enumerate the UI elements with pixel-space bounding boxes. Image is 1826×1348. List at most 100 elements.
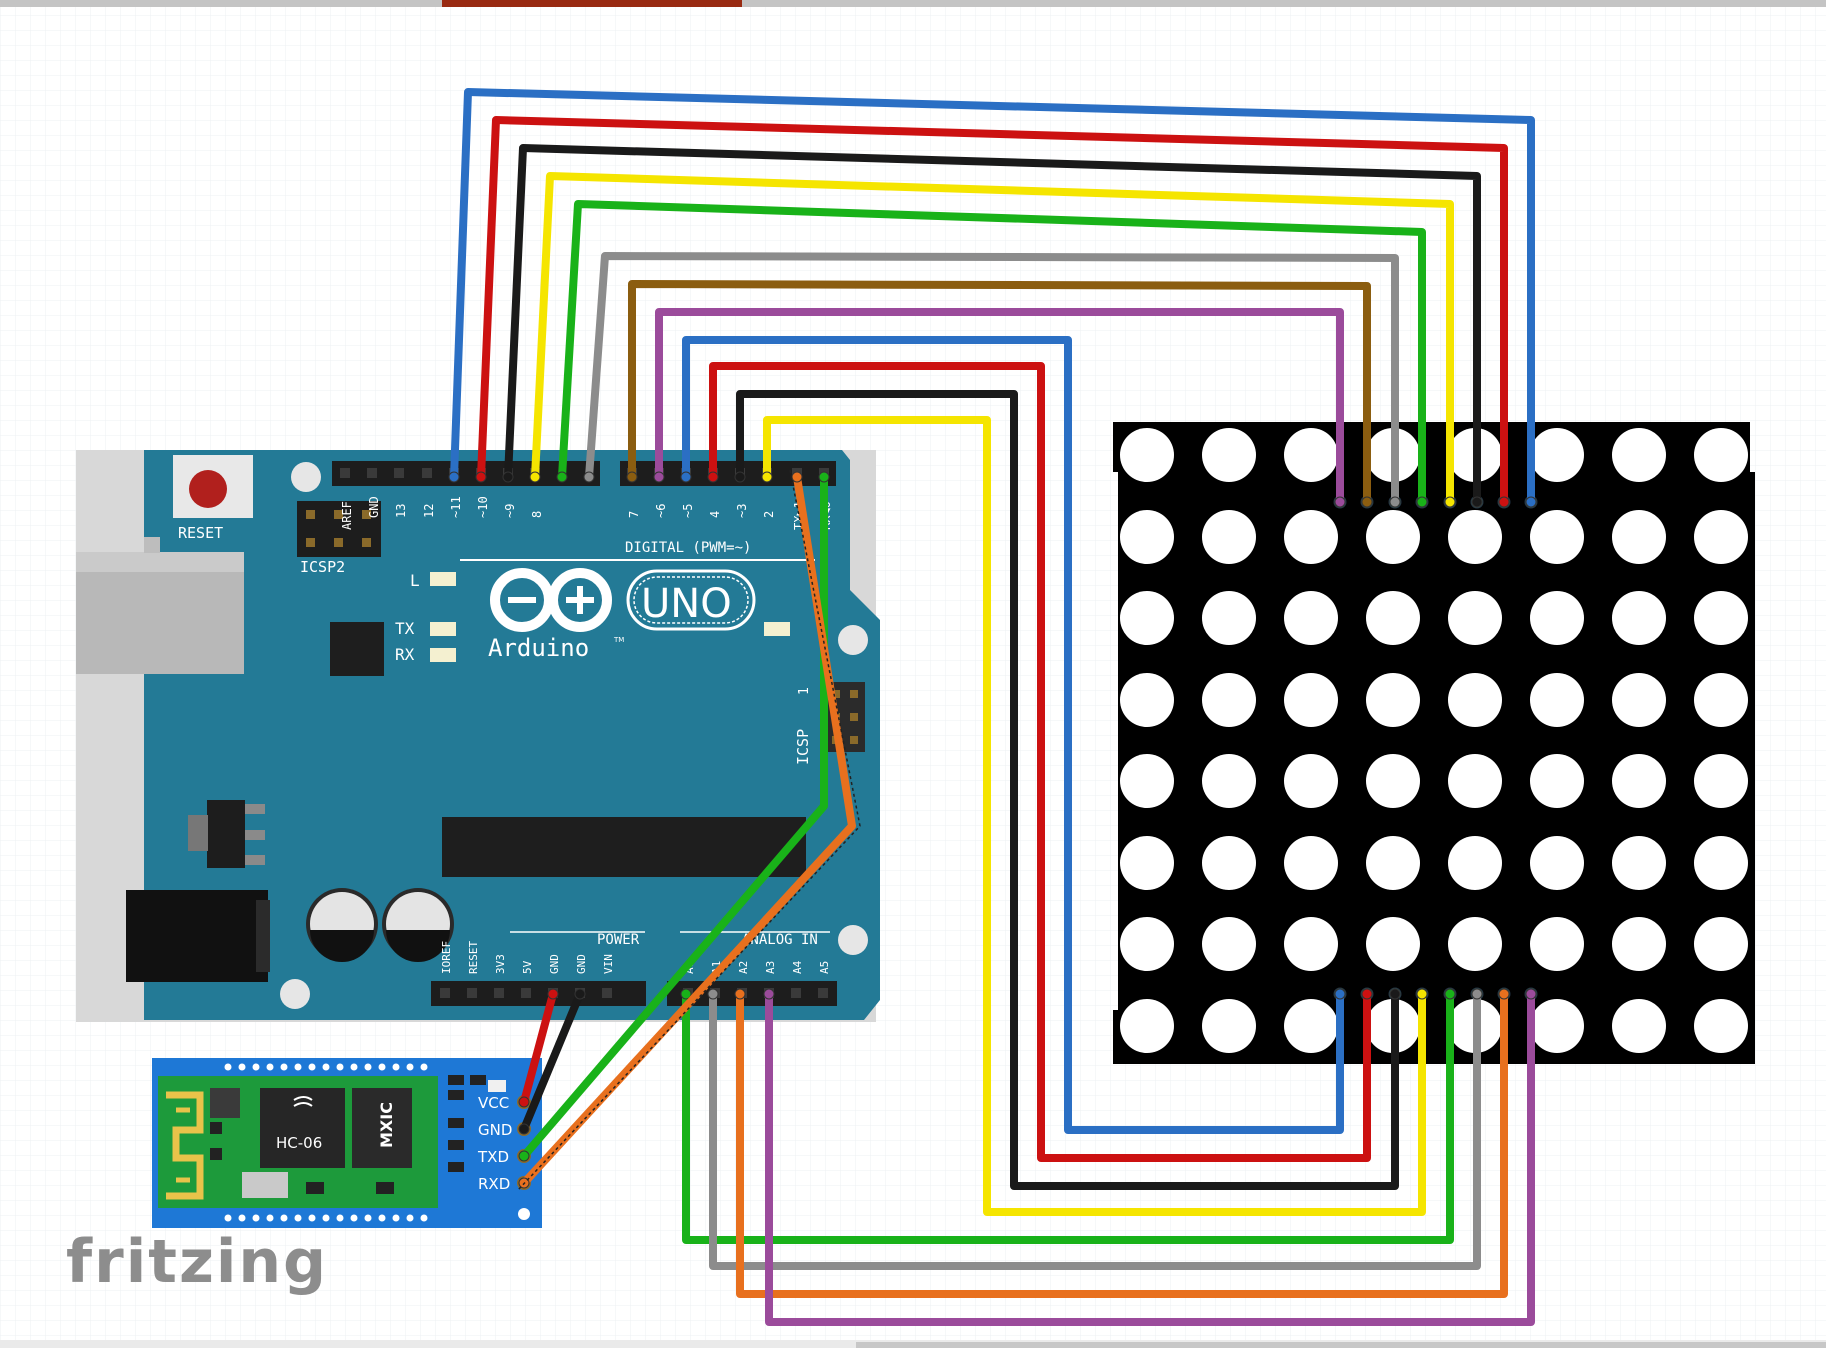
- wire-endpoint[interactable]: [574, 988, 586, 1000]
- wire-endpoint[interactable]: [1389, 988, 1401, 1000]
- matrix-led: [1448, 673, 1502, 727]
- orange-wire[interactable]: [520, 473, 856, 1187]
- red-wire[interactable]: [520, 990, 557, 1106]
- wire-endpoint[interactable]: [1498, 988, 1510, 1000]
- wire-endpoint[interactable]: [680, 471, 692, 483]
- wire-endpoint[interactable]: [518, 1123, 530, 1135]
- wire-endpoint[interactable]: [1361, 988, 1373, 1000]
- wire-endpoint[interactable]: [791, 471, 803, 483]
- wire-endpoint[interactable]: [734, 471, 746, 483]
- digital-pin-0[interactable]: [340, 468, 350, 478]
- wire-endpoint[interactable]: [547, 988, 559, 1000]
- digital-pin-3[interactable]: [422, 468, 432, 478]
- yellow-wire[interactable]: [531, 172, 1454, 506]
- wire-endpoint[interactable]: [626, 471, 638, 483]
- wire-endpoint[interactable]: [1525, 496, 1537, 508]
- wire-endpoint[interactable]: [1416, 496, 1428, 508]
- wire-endpoint[interactable]: [583, 471, 595, 483]
- mounting-hole: [838, 625, 868, 655]
- wire-endpoint[interactable]: [1334, 496, 1346, 508]
- wire-endpoint[interactable]: [707, 471, 719, 483]
- red-wire[interactable]: [709, 362, 1371, 1162]
- purple-wire[interactable]: [655, 308, 1344, 506]
- wire-endpoint[interactable]: [707, 988, 719, 1000]
- wire-endpoint[interactable]: [556, 471, 568, 483]
- green-wire[interactable]: [520, 473, 828, 1160]
- led-matrix-8x8[interactable]: [1113, 422, 1755, 1064]
- wire-group[interactable]: [448, 88, 1537, 1326]
- digital-pin-label: 12: [422, 504, 436, 518]
- wire-endpoint[interactable]: [763, 988, 775, 1000]
- red-wire[interactable]: [477, 116, 1508, 506]
- wire-endpoint[interactable]: [475, 471, 487, 483]
- wire-endpoint[interactable]: [502, 471, 514, 483]
- analog-pin-5[interactable]: [818, 988, 828, 998]
- power-pin-1[interactable]: [467, 988, 477, 998]
- matrix-led: [1202, 428, 1256, 482]
- matrix-led: [1202, 673, 1256, 727]
- analog-pin-4[interactable]: [791, 988, 801, 998]
- matrix-led: [1448, 510, 1502, 564]
- wire-endpoint[interactable]: [818, 471, 830, 483]
- gray-wire[interactable]: [585, 252, 1399, 506]
- wire-endpoint[interactable]: [1471, 496, 1483, 508]
- top-bar-active-tab[interactable]: [442, 0, 742, 7]
- wire-endpoint[interactable]: [1444, 496, 1456, 508]
- bt-edge-pad: [322, 1063, 330, 1071]
- power-pin-0[interactable]: [440, 988, 450, 998]
- wire-endpoint[interactable]: [529, 471, 541, 483]
- reset-button[interactable]: [189, 470, 227, 508]
- wire-endpoint[interactable]: [518, 1150, 530, 1162]
- wire-endpoint[interactable]: [653, 471, 665, 483]
- matrix-led: [1694, 999, 1748, 1053]
- wire-endpoint[interactable]: [1389, 496, 1401, 508]
- yellow-wire[interactable]: [763, 416, 1426, 1216]
- bt-smd-parts: [210, 1075, 486, 1194]
- wire-endpoint[interactable]: [680, 988, 692, 1000]
- blue-wire[interactable]: [450, 88, 1535, 506]
- wire-endpoint[interactable]: [734, 988, 746, 1000]
- blue-wire[interactable]: [682, 336, 1344, 1134]
- power-pin-label: RESET: [467, 941, 480, 974]
- bt-edge-pad: [350, 1214, 358, 1222]
- power-pin-label: VIN: [602, 954, 615, 974]
- wire-endpoint[interactable]: [448, 471, 460, 483]
- green-wire[interactable]: [682, 990, 1454, 1244]
- matrix-led: [1694, 754, 1748, 808]
- black-wire[interactable]: [504, 144, 1481, 506]
- wire-endpoint[interactable]: [1334, 988, 1346, 1000]
- brown-wire[interactable]: [628, 280, 1371, 506]
- matrix-led: [1120, 754, 1174, 808]
- black-wire[interactable]: [520, 990, 584, 1133]
- power-header: [431, 981, 646, 1006]
- bt-edge-pad: [378, 1214, 386, 1222]
- power-pin-6[interactable]: [602, 988, 612, 998]
- wire-endpoint[interactable]: [1361, 496, 1373, 508]
- digital-pin-label: 2: [762, 511, 776, 518]
- wire-endpoint[interactable]: [1416, 988, 1428, 1000]
- analog-pin-label: A2: [737, 961, 750, 974]
- wire-endpoint[interactable]: [1498, 496, 1510, 508]
- gray-wire[interactable]: [709, 990, 1481, 1270]
- bottom-scrollbar[interactable]: [856, 1342, 1826, 1348]
- wire-endpoint[interactable]: [1525, 988, 1537, 1000]
- matrix-led: [1612, 591, 1666, 645]
- wire-endpoint[interactable]: [761, 471, 773, 483]
- capacitor: [382, 888, 454, 962]
- green-wire[interactable]: [558, 200, 1426, 506]
- black-wire[interactable]: [736, 390, 1399, 1190]
- dc-power-jack: [126, 890, 268, 982]
- arduino-uno-board[interactable]: RESET ICSP2 L TX RX Arduino TM UNO DIGIT: [76, 450, 880, 1022]
- power-pin-2[interactable]: [494, 988, 504, 998]
- wire-endpoint[interactable]: [1471, 988, 1483, 1000]
- digital-pin-1[interactable]: [367, 468, 377, 478]
- mxic-logo-icon: MXIC: [377, 1102, 396, 1148]
- wire-endpoint[interactable]: [518, 1096, 530, 1108]
- orange-wire[interactable]: [736, 990, 1508, 1298]
- purple-wire[interactable]: [765, 990, 1535, 1326]
- wire-endpoint[interactable]: [1444, 988, 1456, 1000]
- power-pin-3[interactable]: [521, 988, 531, 998]
- digital-pin-2[interactable]: [394, 468, 404, 478]
